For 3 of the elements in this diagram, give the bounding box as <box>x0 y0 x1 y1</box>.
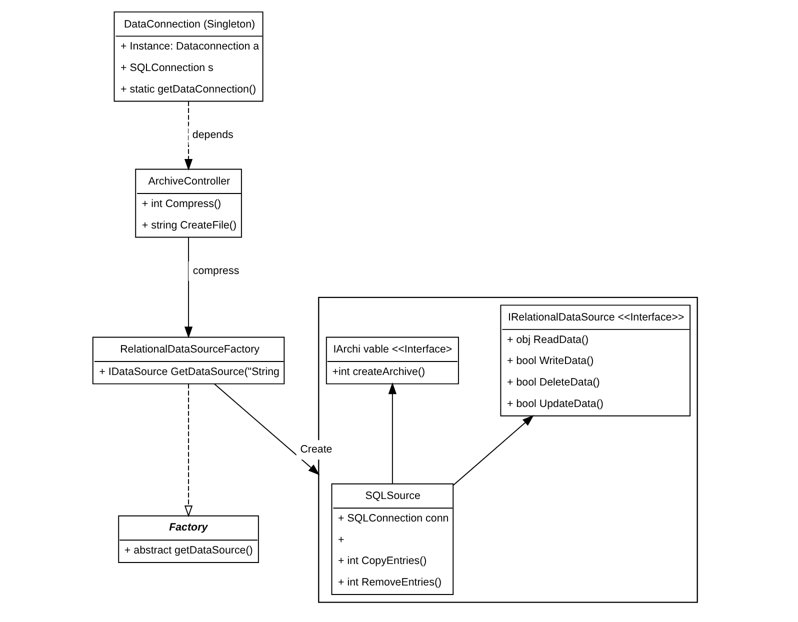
edge-label: Create <box>300 444 332 456</box>
edge-label: depends <box>192 128 234 141</box>
edge-label: compress <box>192 264 240 277</box>
